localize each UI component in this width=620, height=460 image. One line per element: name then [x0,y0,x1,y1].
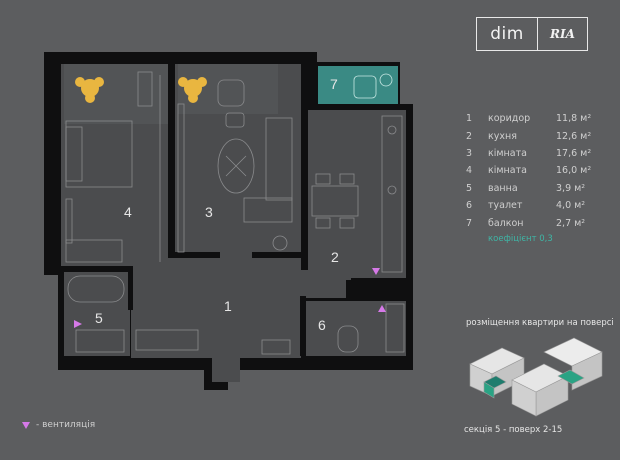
wall-6-left [300,296,306,356]
kitchen-furniture [311,115,403,273]
wall-3-bottom [168,252,220,258]
room-5-floor [64,272,130,356]
logo-ria: RIA [550,27,575,41]
vent-markers [74,268,386,328]
room-label-4: 4 [124,204,132,220]
wall-balcony [301,104,413,110]
room-3-furniture [177,79,293,253]
dim-ria-logo: dim RIA [476,17,588,51]
room-label-1: 1 [224,298,232,314]
vent-icon-kitchen [372,268,380,275]
wall-5-right [128,266,133,310]
room-label-2: 2 [331,249,339,265]
balcony-chair [353,73,393,99]
room-label-7: 7 [330,76,338,92]
plant-icon [75,77,104,103]
wall-3-bottom-2 [252,252,304,258]
room-1-floor-2 [131,270,351,298]
toilet-furniture [261,303,405,355]
wall-4-3 [168,56,174,256]
section-floor-label: секція 5 - поверх 2-15 [464,425,563,435]
room-2-floor [308,108,406,278]
room-label-5: 5 [95,310,103,326]
logo-dim: dim [477,18,538,50]
plant-icon-2 [178,77,207,103]
room-label-3: 3 [205,204,213,220]
coefficient-label: коефіцієнт 0,3 [488,233,553,244]
vent-icon [22,421,30,429]
ventilation-label: - вентиляція [36,420,96,430]
wall-5-top [58,266,132,272]
vent-icon-bath [74,320,82,328]
floor-location-diagram [469,337,603,417]
floor-location-title: розміщення квартири на поверсі [466,318,614,328]
room-4-furniture [65,71,161,262]
room-label-6: 6 [318,317,326,333]
wall-2-6 [346,280,413,300]
vent-icon-toilet [378,305,386,312]
bathroom-furniture [65,239,199,353]
wall-3-2 [301,56,307,260]
ventilation-legend: - вентиляція [22,420,95,430]
entrance-floor [212,358,240,382]
